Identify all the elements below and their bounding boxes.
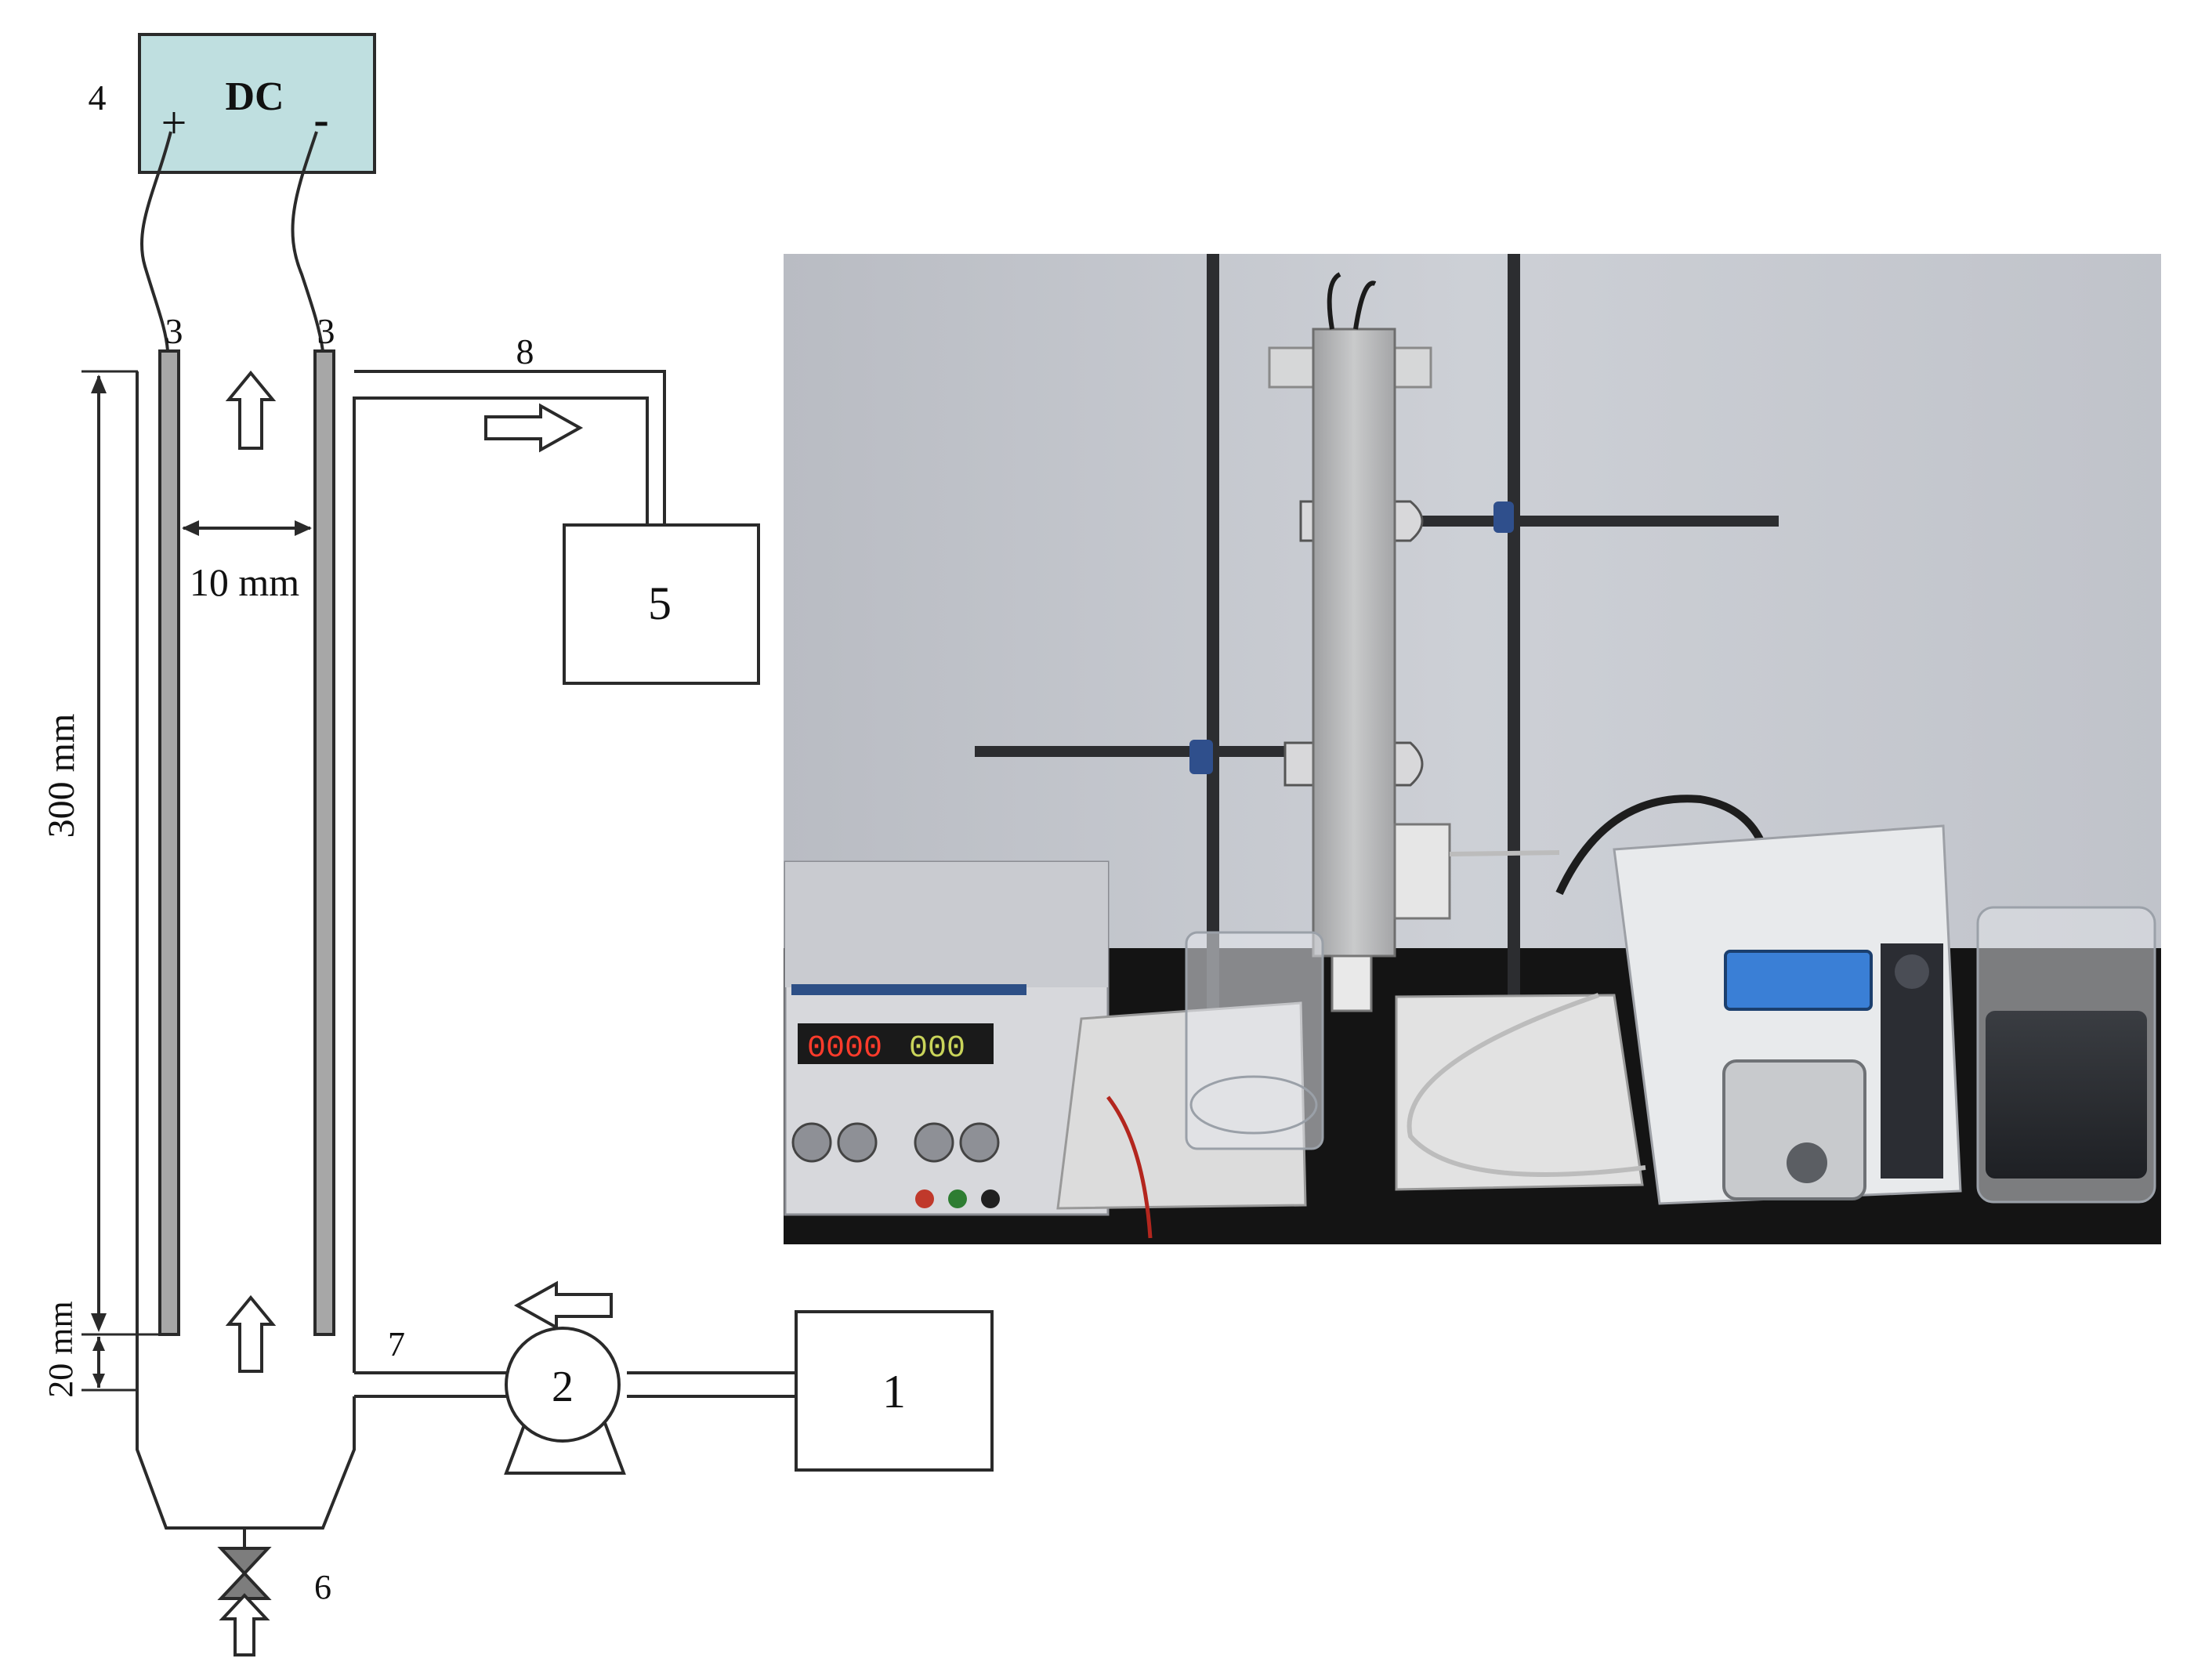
- pump-2-circle: [505, 1327, 621, 1443]
- apparatus-photo: 0000 000: [784, 254, 2161, 1244]
- peristaltic-pump-body: [1613, 824, 1962, 1205]
- power-supply-knob-4: [959, 1122, 1000, 1163]
- dc-power-supply-box: [138, 33, 376, 174]
- cathode-electrode: [313, 349, 335, 1336]
- label-3-right: 3: [317, 311, 335, 351]
- power-supply-display: [798, 1023, 994, 1064]
- label-7: 7: [388, 1325, 405, 1363]
- peristaltic-pump-head: [1722, 1059, 1866, 1200]
- label-3-left: 3: [165, 311, 183, 351]
- offset-arrowhead-top: [92, 1337, 105, 1351]
- drain-inlet-arrow: [219, 1593, 270, 1656]
- beaker-right-liquid: [1986, 1011, 2147, 1179]
- offset-dimension-label: 20 mm: [42, 1301, 80, 1397]
- valve-6-icon: [217, 1547, 272, 1600]
- upflow-arrow-top: [225, 370, 277, 450]
- power-supply-current-display: 0000: [807, 1031, 882, 1066]
- dc-minus-label: -: [313, 94, 328, 145]
- height-arrowhead-bottom: [91, 1313, 107, 1332]
- power-supply-terminal-green: [948, 1189, 967, 1208]
- gap-dimension-label: 10 mm: [190, 560, 299, 604]
- collection-box-5: [563, 523, 760, 685]
- clamp-knob-upper: [1493, 501, 1514, 533]
- clamp-knob-lower: [1189, 740, 1213, 774]
- stand-rod-left: [1207, 254, 1219, 1155]
- label-5: 5: [648, 578, 672, 629]
- dc-label: DC: [225, 74, 284, 119]
- power-supply-terminal-red: [915, 1189, 934, 1208]
- clamp-arm-upper: [1418, 516, 1779, 527]
- reactor-outlet-fitting: [1393, 823, 1451, 920]
- height-dimension-label: 300 mm: [41, 714, 82, 838]
- anode-electrode: [158, 349, 180, 1336]
- tubing-clear: [1407, 850, 1646, 1177]
- dc-plus-label: +: [161, 97, 187, 148]
- peristaltic-pump-screen: [1724, 950, 1873, 1011]
- beaker-left: [1185, 931, 1324, 1150]
- label-6: 6: [314, 1568, 331, 1606]
- schematic-diagram: [81, 33, 994, 1656]
- reactor-drain-fitting: [1331, 954, 1373, 1012]
- inflow-arrow: [513, 1280, 613, 1331]
- beaker-left-base: [1189, 1075, 1318, 1135]
- power-supply-knob-3: [914, 1122, 954, 1163]
- reactor-column: [1312, 328, 1396, 958]
- feed-tank-1: [795, 1310, 994, 1472]
- power-supply-voltage-display: 000: [909, 1031, 965, 1066]
- stand-rod-right: [1508, 254, 1520, 1069]
- electrode-leads: [1327, 272, 1377, 330]
- power-supply-top: [785, 862, 1108, 987]
- upflow-arrow-bottom: [225, 1294, 277, 1373]
- clamp-arm-lower: [975, 746, 1312, 757]
- label-1: 1: [882, 1366, 906, 1418]
- label-2: 2: [552, 1363, 574, 1411]
- power-lead-red: [1106, 1095, 1153, 1239]
- power-supply-label-strip: [791, 984, 1026, 995]
- power-supply-terminal-black: [981, 1189, 1000, 1208]
- negative-wire: [291, 131, 324, 352]
- power-supply-knob-1: [791, 1122, 832, 1163]
- gap-arrowhead-right: [295, 520, 312, 536]
- label-4: 4: [89, 78, 107, 118]
- power-supply-knob-2: [837, 1122, 878, 1163]
- gap-arrowhead-left: [182, 520, 199, 536]
- schematic-labels: DC + - 4 3 3 8 5 10 mm 300 mm 20 mm 7 2 …: [41, 74, 906, 1606]
- label-8: 8: [516, 331, 534, 371]
- peristaltic-pump-rotor: [1787, 1142, 1827, 1183]
- stand-base-right: [1395, 994, 1644, 1191]
- tubing-black: [1555, 795, 1767, 896]
- peristaltic-pump-dial: [1895, 954, 1929, 989]
- offset-arrowhead-bottom: [92, 1374, 105, 1388]
- height-arrowhead-top: [91, 375, 107, 393]
- positive-wire: [139, 131, 172, 352]
- outflow-arrow: [484, 403, 584, 453]
